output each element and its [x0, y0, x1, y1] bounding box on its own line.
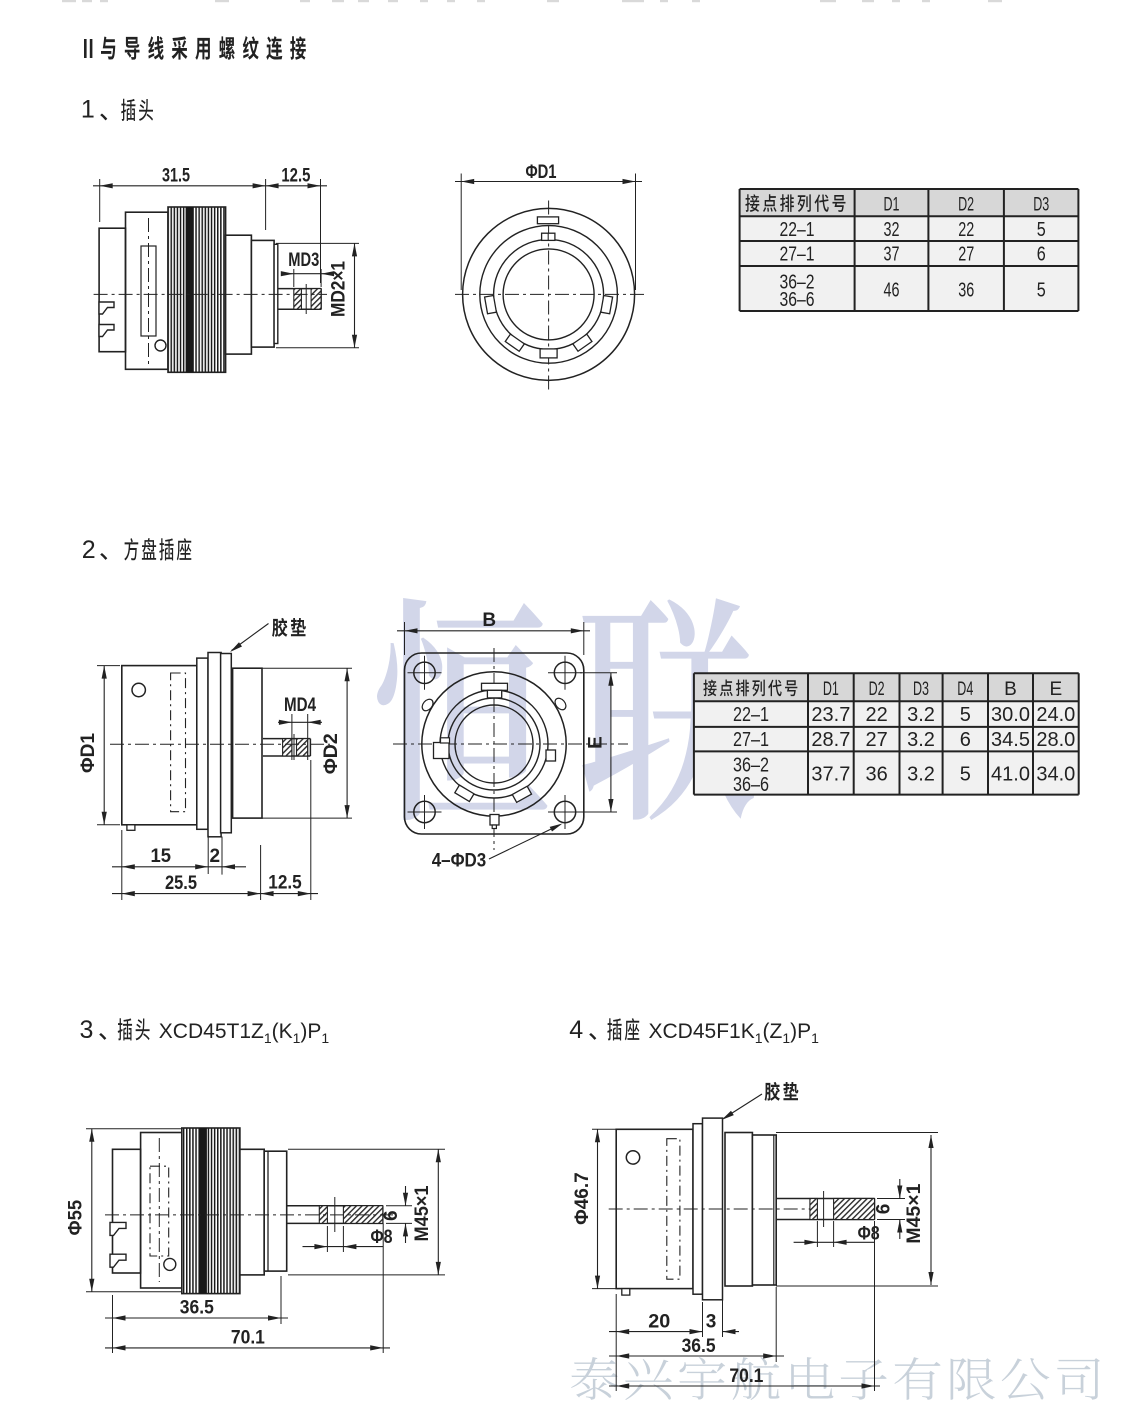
- svg-text:36: 36: [865, 764, 887, 786]
- svg-text:D4: D4: [957, 679, 973, 700]
- svg-text:Φ8: Φ8: [858, 1224, 880, 1245]
- svg-text:34.0: 34.0: [1036, 764, 1075, 786]
- svg-text:E: E: [1049, 679, 1062, 700]
- svg-text:ΦD1: ΦD1: [526, 162, 557, 183]
- svg-text:MD2×1: MD2×1: [329, 261, 350, 317]
- svg-text:22: 22: [958, 219, 974, 241]
- svg-text:23.7: 23.7: [811, 704, 850, 726]
- svg-text:27: 27: [958, 244, 974, 266]
- svg-text:36–2: 36–2: [733, 755, 769, 777]
- svg-text:MD3: MD3: [288, 250, 319, 271]
- svg-text:5: 5: [960, 704, 971, 726]
- svg-text:3.2: 3.2: [907, 764, 935, 786]
- svg-text:2: 2: [82, 536, 96, 564]
- svg-text:22: 22: [865, 704, 887, 726]
- svg-text:34.5: 34.5: [991, 729, 1030, 751]
- svg-text:6: 6: [874, 1204, 895, 1215]
- svg-text:27–1: 27–1: [733, 729, 769, 751]
- svg-text:E: E: [586, 736, 607, 749]
- svg-text:36: 36: [958, 280, 974, 302]
- svg-text:6: 6: [960, 729, 971, 751]
- svg-text:25.5: 25.5: [165, 873, 197, 894]
- svg-text:3.2: 3.2: [907, 729, 935, 751]
- svg-text:Φ55: Φ55: [66, 1199, 87, 1235]
- svg-text:36.5: 36.5: [180, 1298, 214, 1319]
- svg-text:M45×1: M45×1: [412, 1185, 433, 1241]
- svg-text:30.0: 30.0: [991, 704, 1030, 726]
- svg-text:2: 2: [210, 846, 221, 867]
- svg-text:20: 20: [648, 1312, 670, 1333]
- svg-text:MD4: MD4: [284, 695, 316, 716]
- svg-text:1: 1: [81, 96, 95, 124]
- svg-text:70.1: 70.1: [231, 1328, 265, 1349]
- svg-text:37: 37: [884, 244, 900, 266]
- svg-text:D2: D2: [958, 195, 974, 216]
- svg-text:ΦD2: ΦD2: [321, 733, 342, 774]
- svg-text:4: 4: [569, 1016, 583, 1044]
- svg-text:41.0: 41.0: [991, 764, 1030, 786]
- svg-text:Φ8: Φ8: [371, 1227, 393, 1248]
- svg-text:37.7: 37.7: [811, 764, 850, 786]
- svg-text:70.1: 70.1: [729, 1366, 763, 1387]
- svg-text:32: 32: [884, 219, 900, 241]
- svg-text:D3: D3: [913, 679, 929, 700]
- svg-text:B: B: [482, 610, 496, 631]
- svg-text:31.5: 31.5: [162, 166, 190, 187]
- svg-text:XCD45T1Z1(K1)P1: XCD45T1Z1(K1)P1: [159, 1020, 330, 1046]
- svg-text:D3: D3: [1033, 195, 1049, 216]
- svg-text:M45×1: M45×1: [904, 1183, 925, 1243]
- svg-text:3.2: 3.2: [907, 704, 935, 726]
- svg-text:D2: D2: [869, 679, 885, 700]
- svg-text:3: 3: [706, 1312, 717, 1333]
- svg-text:3: 3: [80, 1016, 94, 1044]
- svg-text:Φ46.7: Φ46.7: [572, 1172, 593, 1225]
- svg-text:36.5: 36.5: [682, 1336, 716, 1357]
- svg-text:22–1: 22–1: [733, 704, 769, 726]
- svg-text:4–ΦD3: 4–ΦD3: [432, 851, 487, 872]
- svg-text:12.5: 12.5: [281, 166, 310, 187]
- svg-text:36–2: 36–2: [780, 272, 815, 294]
- svg-text:12.5: 12.5: [268, 872, 302, 893]
- svg-text:46: 46: [884, 280, 900, 302]
- svg-text:5: 5: [1037, 219, 1046, 241]
- svg-text:ΦD1: ΦD1: [78, 733, 99, 773]
- svg-text:D1: D1: [823, 679, 839, 700]
- svg-text:6: 6: [1037, 244, 1046, 266]
- svg-text:27: 27: [865, 729, 887, 751]
- svg-text:36–6: 36–6: [733, 774, 769, 796]
- svg-text:28.0: 28.0: [1036, 729, 1075, 751]
- svg-text:B: B: [1004, 679, 1017, 700]
- svg-text:6: 6: [381, 1210, 402, 1221]
- svg-text:5: 5: [1037, 280, 1046, 302]
- svg-text:XCD45F1K1(Z1)P1: XCD45F1K1(Z1)P1: [649, 1020, 820, 1046]
- svg-text:28.7: 28.7: [811, 729, 850, 751]
- svg-text:22–1: 22–1: [780, 219, 815, 241]
- svg-text:5: 5: [960, 764, 971, 786]
- svg-text:D1: D1: [884, 195, 900, 216]
- svg-text:27–1: 27–1: [780, 244, 815, 266]
- svg-text:36–6: 36–6: [780, 289, 815, 311]
- svg-text:24.0: 24.0: [1036, 704, 1075, 726]
- svg-text:15: 15: [151, 846, 172, 867]
